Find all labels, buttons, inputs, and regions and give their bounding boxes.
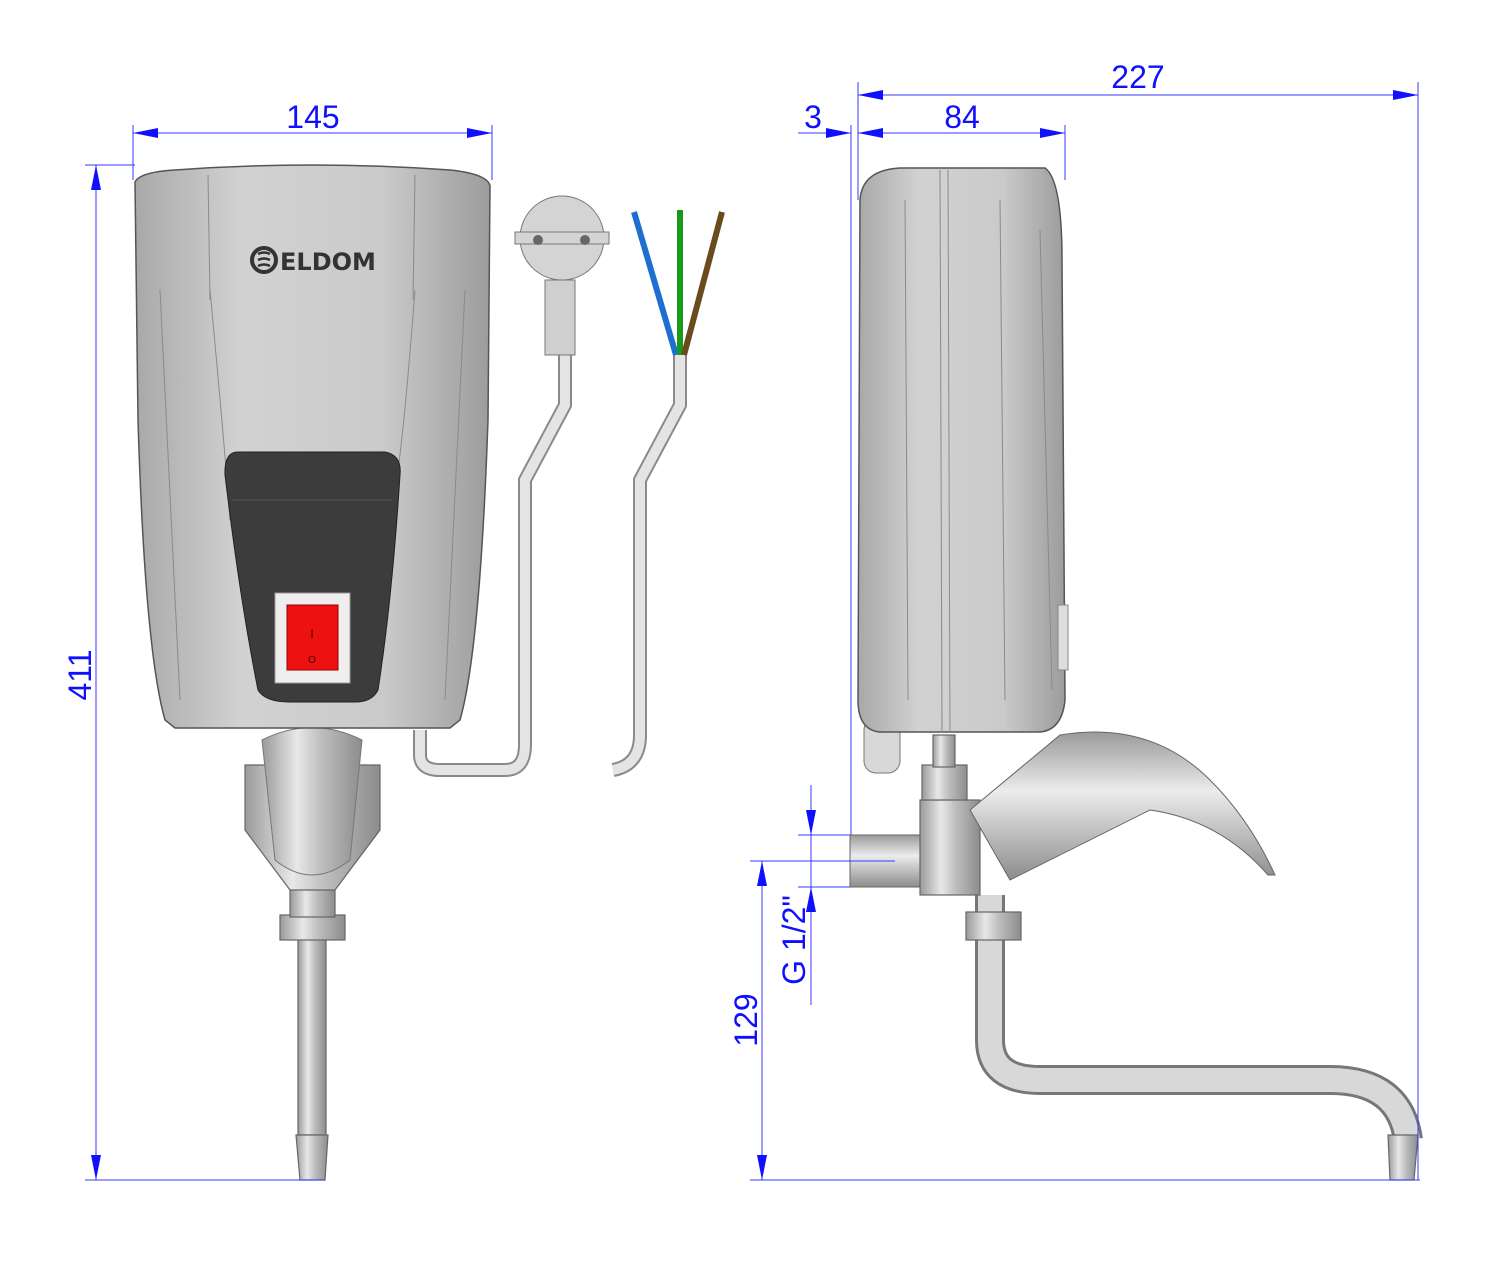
front-valve-handle <box>261 727 363 876</box>
side-valve-body <box>919 799 981 896</box>
side-connector-nut <box>921 764 968 801</box>
front-aerator <box>295 1134 329 1181</box>
dimension-lines: 145 411 227 84 3 G 1/2" 129 <box>62 59 1420 1181</box>
side-nut <box>965 911 1022 941</box>
switch-rocker <box>286 604 339 671</box>
switch-off-symbol: O <box>308 655 316 666</box>
dim-front-width: 145 <box>286 99 339 135</box>
front-nut <box>279 914 346 941</box>
front-spout-pipe <box>297 934 327 1136</box>
side-valve-handle <box>969 731 1276 881</box>
eldom-logo: ELDOM <box>250 246 376 276</box>
dim-side-body-depth: 84 <box>944 99 980 135</box>
dim-total-height: 411 <box>62 649 98 700</box>
front-housing <box>134 164 491 729</box>
dim-wall-gap: 3 <box>804 99 822 135</box>
dim-inlet-height: 129 <box>728 993 764 1046</box>
front-view: ELDOM I O <box>134 164 725 1181</box>
side-housing <box>857 167 1066 733</box>
plug-strain-relief <box>544 279 576 356</box>
power-switch[interactable]: I O <box>274 592 351 684</box>
wire-blue <box>631 211 679 356</box>
side-view <box>849 167 1423 1181</box>
dim-thread-size: G 1/2" <box>776 895 812 985</box>
control-panel <box>224 451 401 703</box>
schuko-plug <box>514 195 610 281</box>
side-spout <box>975 895 1423 1143</box>
dim-side-total-depth: 227 <box>1111 59 1164 95</box>
switch-on-symbol: I <box>310 627 313 641</box>
side-aerator <box>1387 1134 1419 1181</box>
logo-text: ELDOM <box>280 248 376 276</box>
wire-brown <box>681 211 725 356</box>
